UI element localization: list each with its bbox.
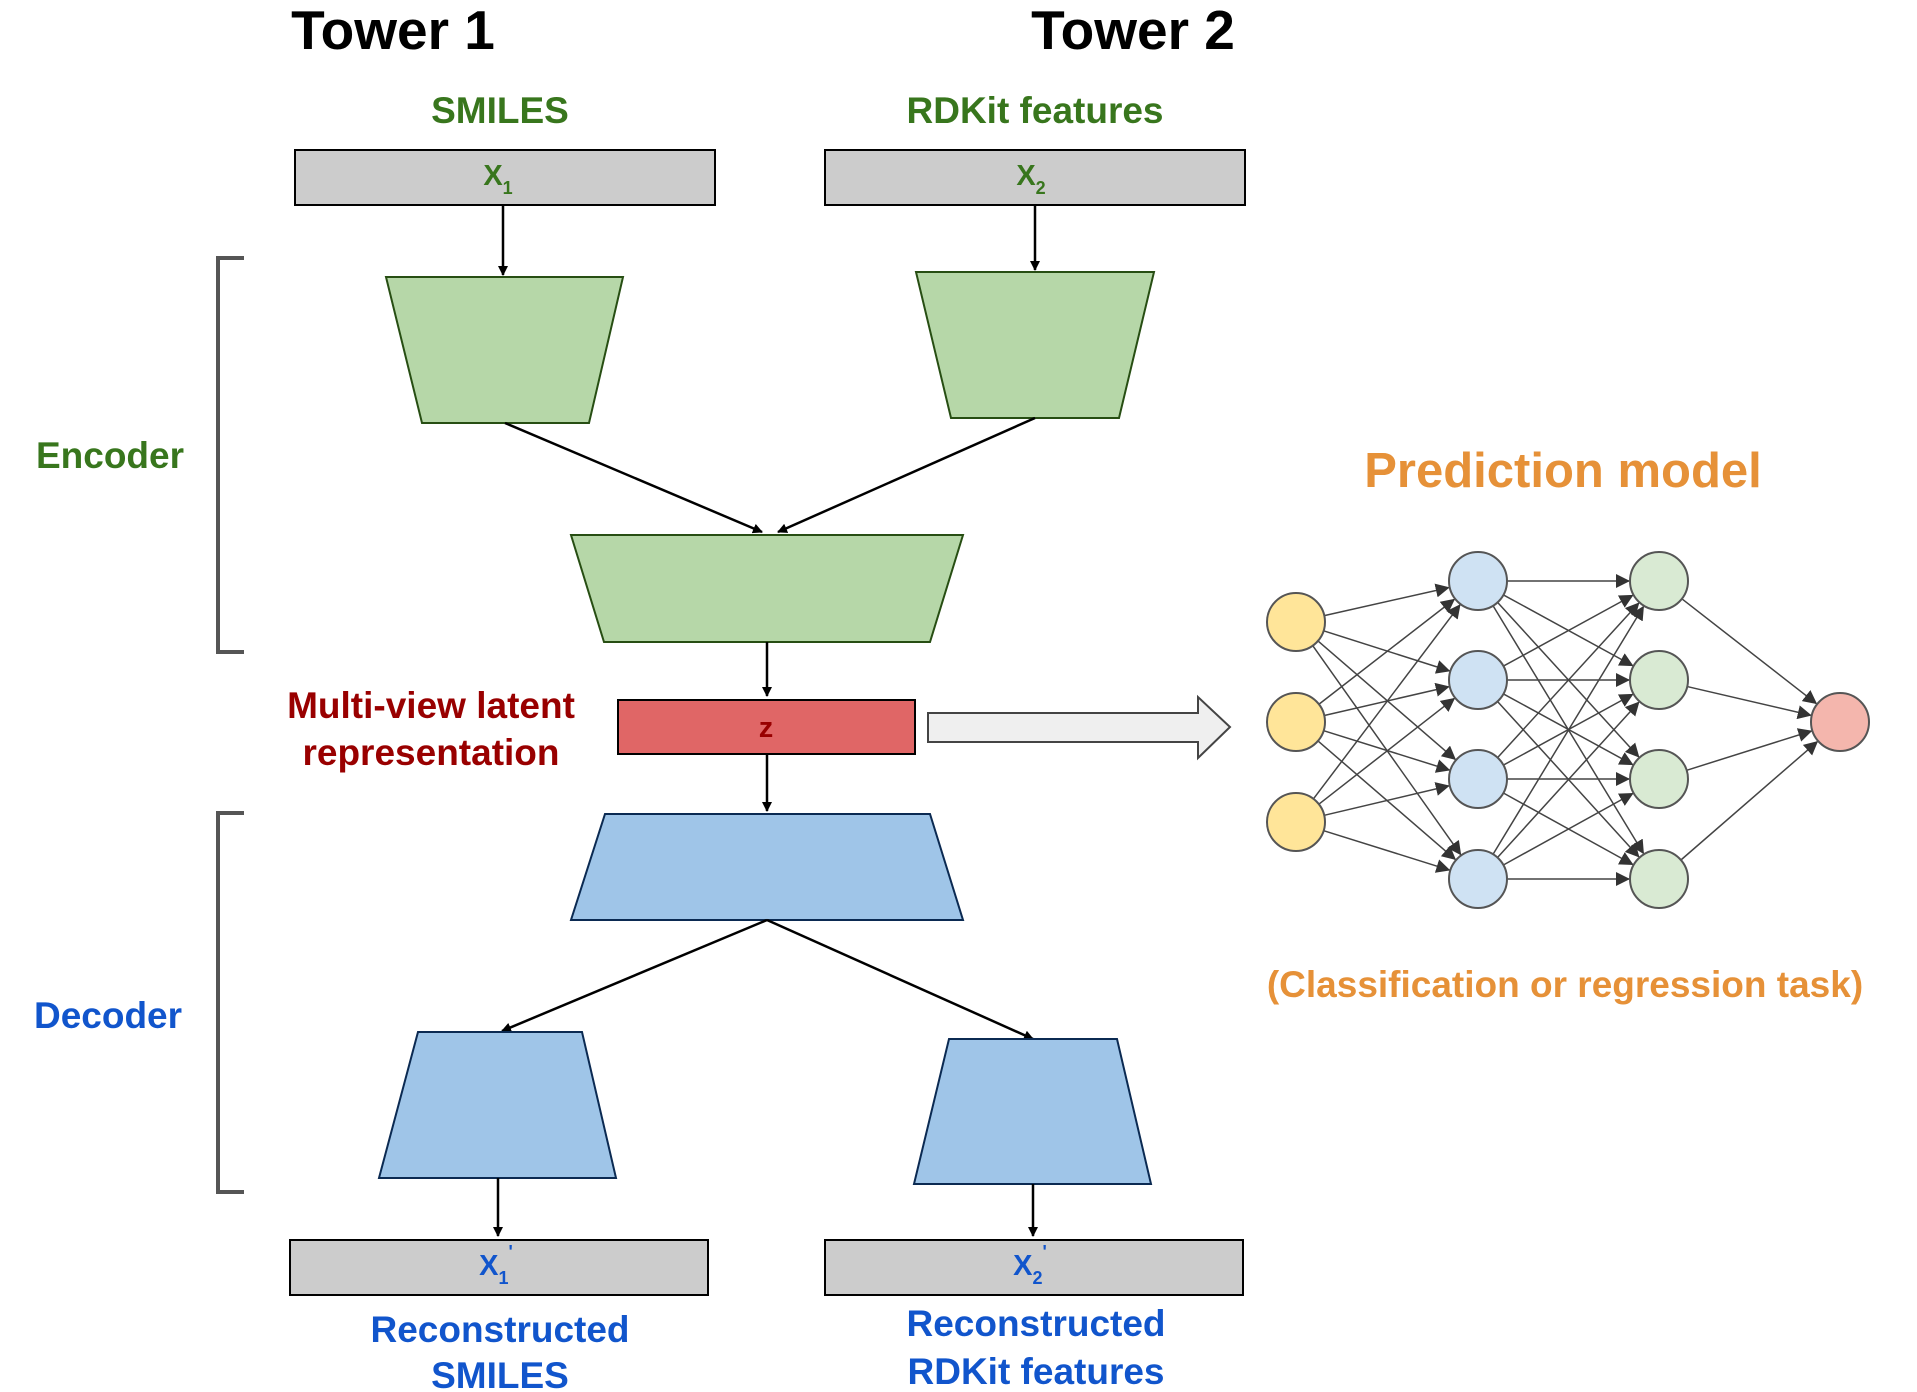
nn-node-hidden-2-2 (1629, 650, 1689, 710)
nn-node-output-1 (1810, 692, 1870, 752)
nn-edge (1323, 630, 1451, 674)
decoder-tower-1 (377, 1031, 618, 1179)
recon-rdkit-line2: RDKit features (908, 1351, 1165, 1392)
x1-prime-label: X1' (479, 1242, 513, 1288)
decoder-bracket (216, 811, 244, 1194)
encoder-tower-1 (384, 276, 625, 424)
nn-edge (1323, 829, 1451, 873)
nn-edge (1317, 640, 1457, 761)
nn-node-input-1 (1266, 592, 1326, 652)
x1-label: X1 (483, 160, 512, 198)
x2-label: X2 (1016, 160, 1045, 198)
nn-edge (1687, 685, 1812, 720)
recon-smiles-line2: SMILES (431, 1355, 569, 1392)
shared-decoder (569, 813, 965, 921)
x2-input-box (824, 149, 1246, 206)
nn-edge (1492, 605, 1645, 855)
nn-edge (1680, 741, 1819, 861)
nn-edge (1318, 598, 1456, 705)
nn-node-hidden-1-3 (1448, 749, 1508, 809)
encoder-label: Encoder (36, 435, 184, 476)
tower-2-title: Tower 2 (1031, 0, 1235, 61)
tower-1-title: Tower 1 (291, 0, 495, 61)
prediction-network (1266, 551, 1870, 909)
encoder-tower-2 (914, 271, 1156, 419)
nn-node-hidden-2-3 (1629, 749, 1689, 809)
recon-smiles-line1: Reconstructed (370, 1309, 629, 1350)
nn-edge (1681, 598, 1818, 705)
nn-node-input-3 (1266, 792, 1326, 852)
arrow-decoder-tower1 (501, 918, 768, 1033)
encoder-bracket (216, 256, 244, 654)
shared-encoder (569, 534, 965, 643)
latent-label-line2: representation (302, 732, 559, 773)
latent-label-line1: Multi-view latent (287, 685, 575, 726)
prediction-task-label: (Classification or regression task) (1267, 964, 1863, 1005)
latent-z-box (617, 699, 916, 755)
recon-rdkit-line1: Reconstructed (906, 1303, 1165, 1344)
nn-edge (1503, 594, 1634, 667)
nn-edge (1312, 604, 1461, 800)
nn-edge (1496, 701, 1640, 859)
nn-edge (1318, 697, 1456, 805)
nn-node-hidden-1-1 (1448, 551, 1508, 611)
nn-node-input-2 (1266, 692, 1326, 752)
nn-node-hidden-1-4 (1448, 849, 1508, 909)
decoder-label: Decoder (34, 995, 182, 1036)
x2-prime-label: X2' (1013, 1242, 1047, 1288)
nn-node-hidden-2-1 (1629, 551, 1689, 611)
nn-edge (1324, 782, 1450, 817)
arrow-to-prediction-model (927, 694, 1232, 761)
arrow-encoder2-shared (777, 416, 1036, 534)
arrow-encoder1-shared (504, 421, 763, 534)
nn-edge (1686, 728, 1813, 772)
nn-edge (1324, 583, 1450, 617)
x1-prime-box (289, 1239, 709, 1296)
latent-z-label: z (759, 712, 774, 744)
nn-edge (1323, 729, 1451, 773)
x1-input-box (294, 149, 716, 206)
smiles-label: SMILES (431, 90, 569, 131)
rdkit-label: RDKit features (907, 90, 1164, 131)
nn-edge (1497, 602, 1640, 759)
arrow-decoder-tower2 (766, 918, 1034, 1041)
x2-prime-box (824, 1239, 1244, 1296)
nn-edge (1503, 792, 1634, 866)
nn-node-hidden-1-2 (1448, 650, 1508, 710)
prediction-model-title: Prediction model (1364, 444, 1762, 498)
decoder-tower-2 (912, 1038, 1153, 1185)
nn-node-hidden-2-4 (1629, 849, 1689, 909)
